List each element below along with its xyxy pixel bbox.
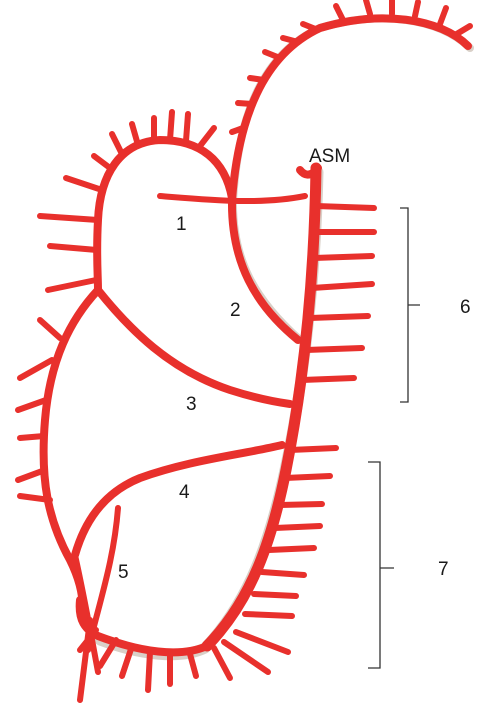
label-7: 7 — [438, 559, 449, 580]
label-2: 2 — [230, 300, 241, 321]
label-4: 4 — [179, 482, 190, 503]
label-3: 3 — [186, 394, 197, 415]
outer-loop-twigs — [18, 320, 60, 500]
trunk-twigs-lower — [214, 448, 336, 678]
bracket-7 — [368, 462, 394, 668]
label-asm: ASM — [309, 146, 350, 167]
label-6: 6 — [460, 297, 471, 318]
bracket-6 — [400, 208, 420, 402]
main-trunk — [80, 168, 318, 652]
vessel-shadows — [100, 18, 470, 654]
label-5: 5 — [118, 562, 129, 583]
label-1: 1 — [176, 214, 187, 235]
